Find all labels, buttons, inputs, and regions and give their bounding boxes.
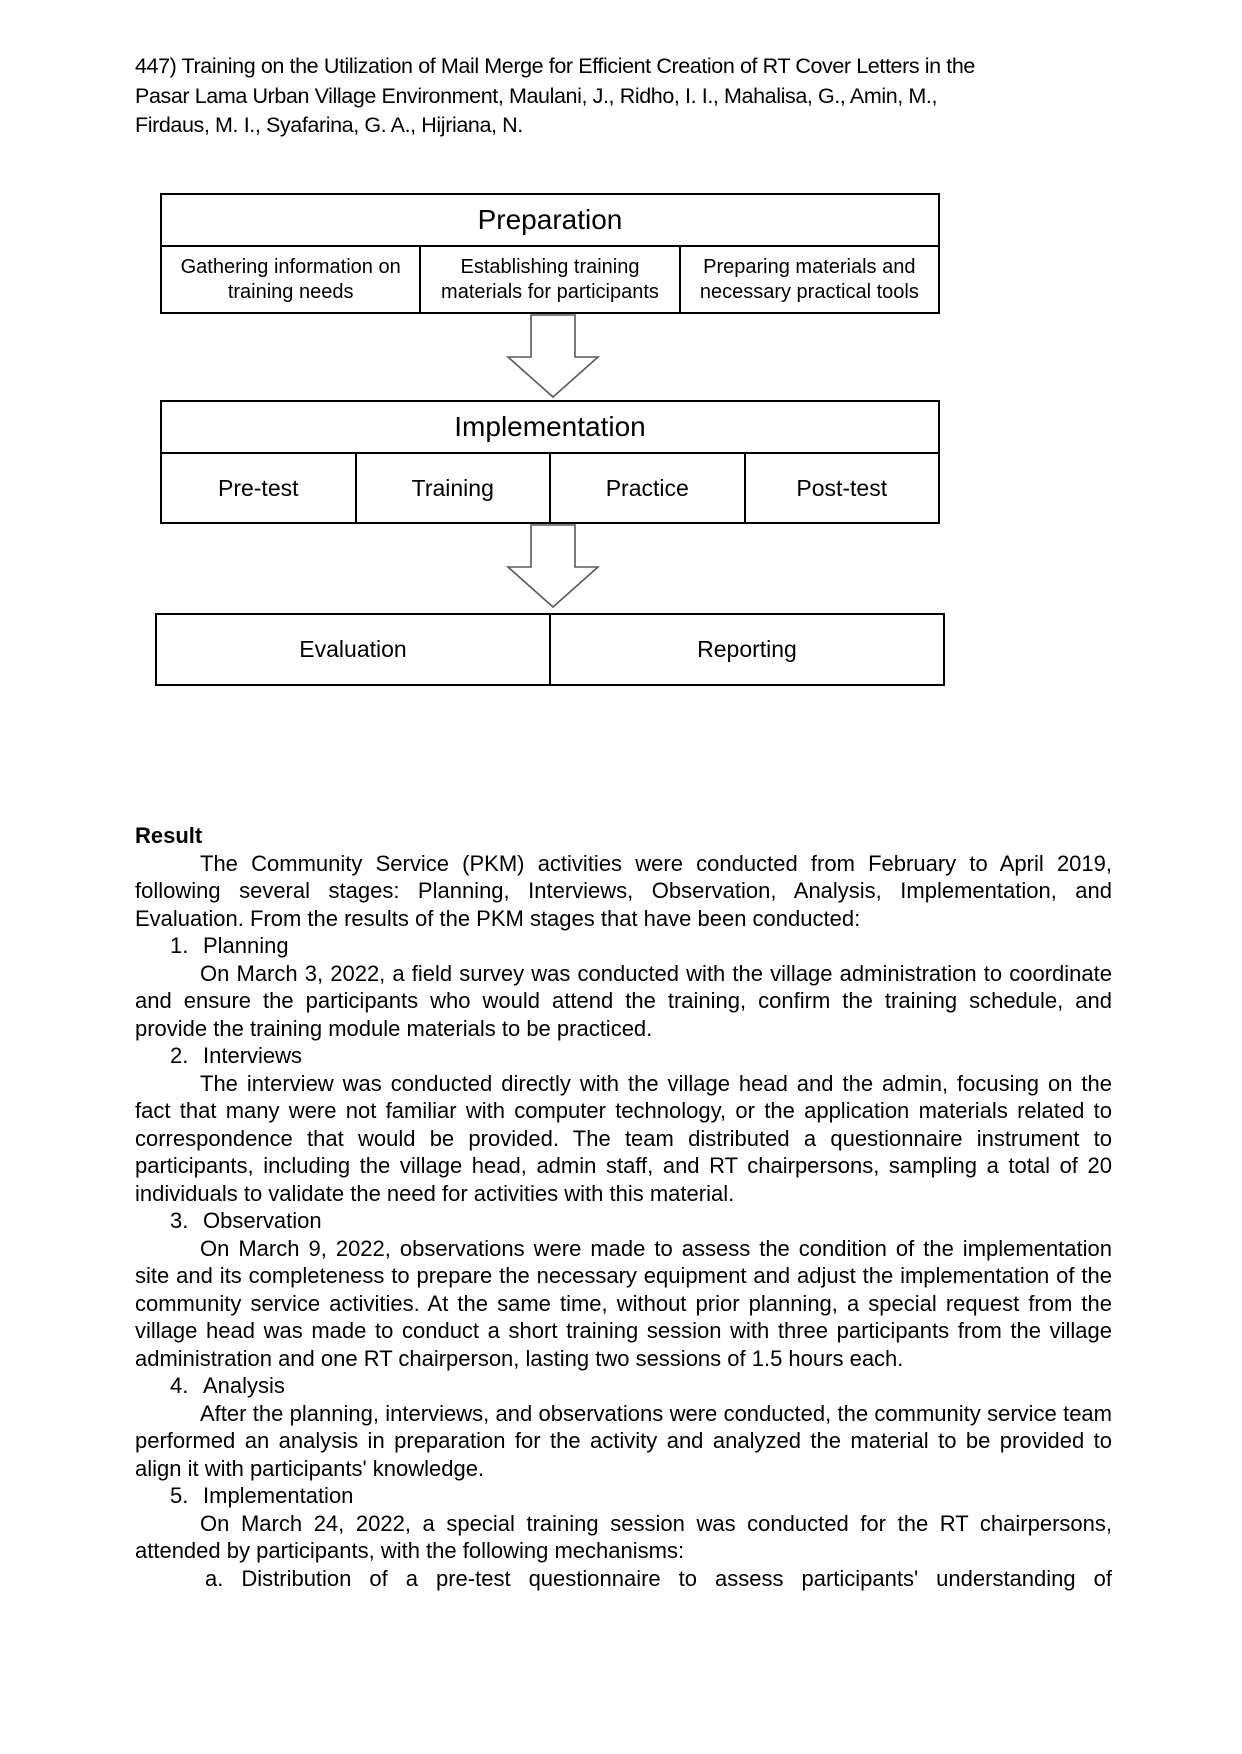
list-item-heading: 2. Interviews (135, 1042, 1112, 1070)
list-item-label: Analysis (203, 1373, 285, 1398)
stage-implementation-box: Implementation Pre-test Training Practic… (160, 400, 940, 524)
stage-preparation-box: Preparation Gathering information on tra… (160, 193, 940, 314)
stage-preparation-title: Preparation (162, 195, 938, 247)
list-item-label: Interviews (203, 1043, 303, 1068)
implementation-cell: Post-test (796, 474, 888, 501)
result-intro-paragraph: The Community Service (PKM) activities w… (135, 850, 1112, 931)
list-item-number: 3. (170, 1208, 189, 1233)
implementation-cell: Practice (551, 454, 746, 522)
stage-implementation-cells: Pre-test Training Practice Post-test (162, 454, 938, 522)
result-section: Result The Community Service (PKM) activ… (135, 822, 1112, 1592)
paper-title: 447) Training on the Utilization of Mail… (135, 52, 975, 141)
stage-evaluation-reporting-box: Evaluation Reporting (155, 613, 945, 686)
down-arrow-icon (505, 314, 601, 398)
result-heading: Result (135, 823, 203, 848)
list-item-label: Implementation (203, 1483, 354, 1508)
list-item-heading: 1. Planning (135, 932, 1112, 960)
list-item-label: Observation (203, 1208, 322, 1233)
list-item-body: On March 24, 2022, a special training se… (135, 1510, 1112, 1564)
preparation-cell: Establishing training materials for part… (421, 247, 681, 312)
evaluation-cell: Evaluation (157, 615, 551, 684)
list-item-heading: 4. Analysis (135, 1372, 1112, 1400)
list-item-body: The interview was conducted directly wit… (135, 1070, 1112, 1206)
paper-title-line: 447) Training on the Utilization of Mail… (135, 54, 975, 78)
list-item-body: On March 3, 2022, a field survey was con… (135, 960, 1112, 1041)
preparation-cell: Preparing materials and necessary practi… (699, 255, 919, 303)
paper-title-line: Firdaus, M. I., Syafarina, G. A., Hijria… (135, 113, 523, 137)
sub-list-item: a. Distribution of a pre-test questionna… (135, 1565, 1112, 1593)
list-item-number: 5. (170, 1483, 189, 1508)
list-item-body: On March 9, 2022, observations were made… (135, 1235, 1112, 1371)
list-item-body: After the planning, interviews, and obse… (135, 1400, 1112, 1481)
list-item-number: 4. (170, 1373, 189, 1398)
stage-final-cells: Evaluation Reporting (157, 615, 943, 684)
list-item-number: 1. (170, 933, 189, 958)
paper-title-line: Pasar Lama Urban Village Environment, Ma… (135, 83, 938, 108)
reporting-cell: Reporting (697, 636, 797, 662)
list-item-heading: 5. Implementation (135, 1482, 1112, 1510)
preparation-cell: Gathering information on training needs (162, 247, 422, 312)
stage-preparation-cells: Gathering information on training needs … (162, 247, 938, 312)
down-arrow-icon (505, 524, 601, 608)
implementation-cell: Pre-test (162, 454, 357, 522)
stage-implementation-title: Implementation (162, 402, 938, 454)
list-item-heading: 3. Observation (135, 1207, 1112, 1235)
list-item-label: Planning (203, 933, 289, 958)
sub-list-item-text: Distribution of a pre-test questionnaire… (241, 1565, 1112, 1591)
list-item-number: 2. (170, 1043, 189, 1068)
implementation-cell: Training (357, 454, 551, 522)
sub-list-item-number: a. (205, 1565, 224, 1591)
